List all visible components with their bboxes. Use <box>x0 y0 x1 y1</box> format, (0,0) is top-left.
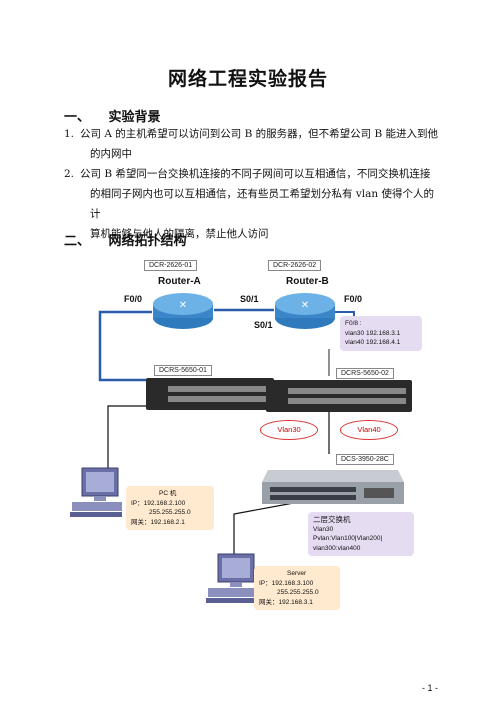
page-title: 网络工程实验报告 <box>167 68 328 90</box>
port-b-f0: F0/0 <box>344 294 363 304</box>
router-b-icon: ✕ <box>275 293 335 329</box>
router-a-model-label: DCR-2626-01 <box>144 260 198 271</box>
router-a-icon: ✕ <box>153 293 213 329</box>
router-a-title: Router-A <box>158 276 201 287</box>
network-topology-diagram: DCR-2626-01 Router-A ✕ DCR-2626-02 Route… <box>64 254 444 654</box>
router-b-info-box: F0/8 : vlan30 192.168.3.1 vlan40 192.168… <box>340 316 422 351</box>
section1-number: 一、 <box>64 110 91 125</box>
vlan40-ellipse: Vlan40 <box>340 420 398 440</box>
router-b-title: Router-B <box>286 276 329 287</box>
svg-text:✕: ✕ <box>179 300 187 311</box>
vlan30-ellipse: Vlan30 <box>260 420 318 440</box>
server-computer-icon <box>206 553 258 603</box>
background-item-1: 1.公司 A 的主机希望可以访问到公司 B 的服务器，但不希望公司 B 能进入到… <box>64 128 439 160</box>
switch1-icon <box>146 378 274 410</box>
router-b-model-label: DCR-2626-02 <box>268 260 322 271</box>
port-a-f0: F0/0 <box>124 294 143 304</box>
background-item-2: 2.公司 B 希望同一台交换机连接的不同子网间可以互相通信，不同交换机连接 的相… <box>64 168 434 240</box>
page-number: - 1 - <box>421 683 438 693</box>
port-a-s0: S0/1 <box>240 294 259 304</box>
switch2-icon <box>266 380 412 412</box>
section1-heading: 一、 实验背景 <box>64 106 161 125</box>
l3-switch-icon <box>262 470 404 504</box>
server-info-box: Server IP：192.168.3.100 255.255.255.0 网关… <box>254 566 340 610</box>
port-b-s0: S0/1 <box>254 320 273 330</box>
pc-computer-icon <box>70 467 122 517</box>
switch2-model-label: DCRS-5650-02 <box>336 368 394 379</box>
pc-info-box: PC 机 IP：192.168.2.100 255.255.255.0 网关：1… <box>126 486 214 530</box>
section2-number: 二、 <box>64 234 91 249</box>
section1-title: 实验背景 <box>108 110 161 125</box>
section2-heading: 二、 网络拓扑结构 <box>64 230 187 249</box>
svg-text:✕: ✕ <box>301 300 309 311</box>
section2-title: 网络拓扑结构 <box>108 234 187 249</box>
l3-switch-model-label: DCS-3950-28C <box>336 454 394 465</box>
switch1-model-label: DCRS-5650-01 <box>154 365 212 376</box>
l3-switch-info-box: 二层交换机 Vlan30 Pvlan:Vlan100|Vlan200| vlan… <box>308 512 414 556</box>
